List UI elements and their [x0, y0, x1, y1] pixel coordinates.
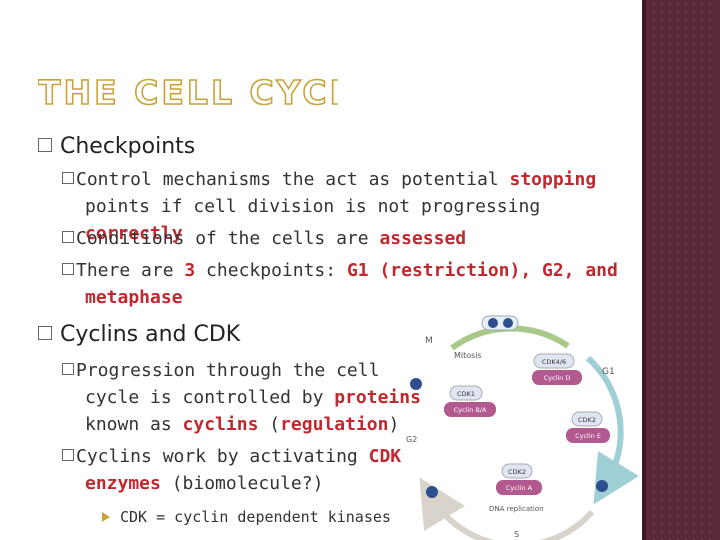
g1-arc: [585, 355, 639, 505]
bullet-line: Progression through the cell: [62, 357, 379, 384]
s-phase-arc: [419, 477, 595, 540]
svg-text:Cyclin E: Cyclin E: [575, 432, 601, 440]
decorative-side-panel: [642, 0, 720, 540]
bullet-box-icon: [62, 449, 74, 461]
side-panel-strip: [642, 0, 646, 540]
phase-label-s: S: [514, 530, 519, 539]
svg-text:Cyclin B/A: Cyclin B/A: [454, 406, 487, 414]
slide-title-graphic: THE CELL CYCLE: [38, 72, 338, 112]
svg-text:CDK1: CDK1: [457, 390, 475, 398]
bullet-line: Conditions of the cells are assessed: [62, 225, 466, 252]
bullet-box-icon: [62, 231, 74, 243]
svg-text:CDK2: CDK2: [508, 468, 526, 476]
mitosis-label: Mitosis: [454, 351, 482, 360]
bullet-line: cycle is controlled by proteins: [85, 387, 421, 408]
bullet-box-icon: [38, 326, 52, 340]
svg-text:CDK4/6: CDK4/6: [542, 358, 566, 366]
inhibitor-marker: [481, 315, 519, 331]
complex-cdk2-cyclin-e: CDK2 Cyclin E: [566, 411, 610, 443]
dna-replication-label: DNA replication: [489, 505, 544, 513]
bullet-line: Cyclins work by activating CDK: [62, 443, 401, 470]
bullet-box-icon: [38, 138, 52, 152]
phase-label-g2: G2: [406, 435, 417, 444]
mitosis-arc: [450, 325, 570, 351]
phase-label-m: M: [425, 336, 433, 346]
inhibitor-marker: [596, 480, 608, 492]
slide-title: THE CELL CYCLE: [38, 72, 338, 112]
svg-text:Cyclin A: Cyclin A: [506, 484, 533, 492]
side-panel-texture: [650, 0, 716, 540]
bullet-line: points if cell division is not progressi…: [85, 196, 541, 244]
bullet-line: Control mechanisms the act as potential …: [62, 166, 596, 193]
phase-label-g1: G1: [602, 367, 615, 377]
section-heading-cyclins-and-cdk: Cyclins and CDK: [38, 322, 240, 347]
inhibitor-marker: [426, 486, 438, 498]
bullet-box-icon: [62, 363, 74, 375]
bullet-line: metaphase: [85, 287, 183, 308]
cell-cycle-diagram-graphic: M Mitosis G1 G2 DNA replication S: [406, 315, 639, 540]
complex-cdk1-cyclin-ba: CDK1 Cyclin B/A: [444, 385, 496, 417]
bullet-box-icon: [62, 263, 74, 275]
complex-cdk2-cyclin-a: CDK2 Cyclin A: [496, 463, 542, 495]
complex-cdk46-cyclin-d: CDK4/6 Cyclin D: [532, 353, 582, 385]
bullet-box-icon: [62, 172, 74, 184]
svg-text:Cyclin D: Cyclin D: [544, 374, 571, 382]
bullet-line: enzymes (biomolecule?): [85, 473, 324, 494]
cell-cycle-diagram: M Mitosis G1 G2 DNA replication S: [392, 308, 639, 540]
triangle-bullet-icon: [102, 511, 110, 522]
slide-title-text: THE CELL CYCLE: [38, 73, 338, 112]
sub-bullet-cdk-definition: CDK = cyclin dependent kinases: [102, 508, 391, 526]
section-heading-checkpoints: Checkpoints: [38, 134, 195, 159]
bullet-line: known as cyclins (regulation): [85, 414, 400, 435]
svg-text:CDK2: CDK2: [578, 416, 596, 424]
bullet-line: There are 3 checkpoints: G1 (restriction…: [62, 257, 618, 284]
inhibitor-marker: [410, 378, 422, 390]
